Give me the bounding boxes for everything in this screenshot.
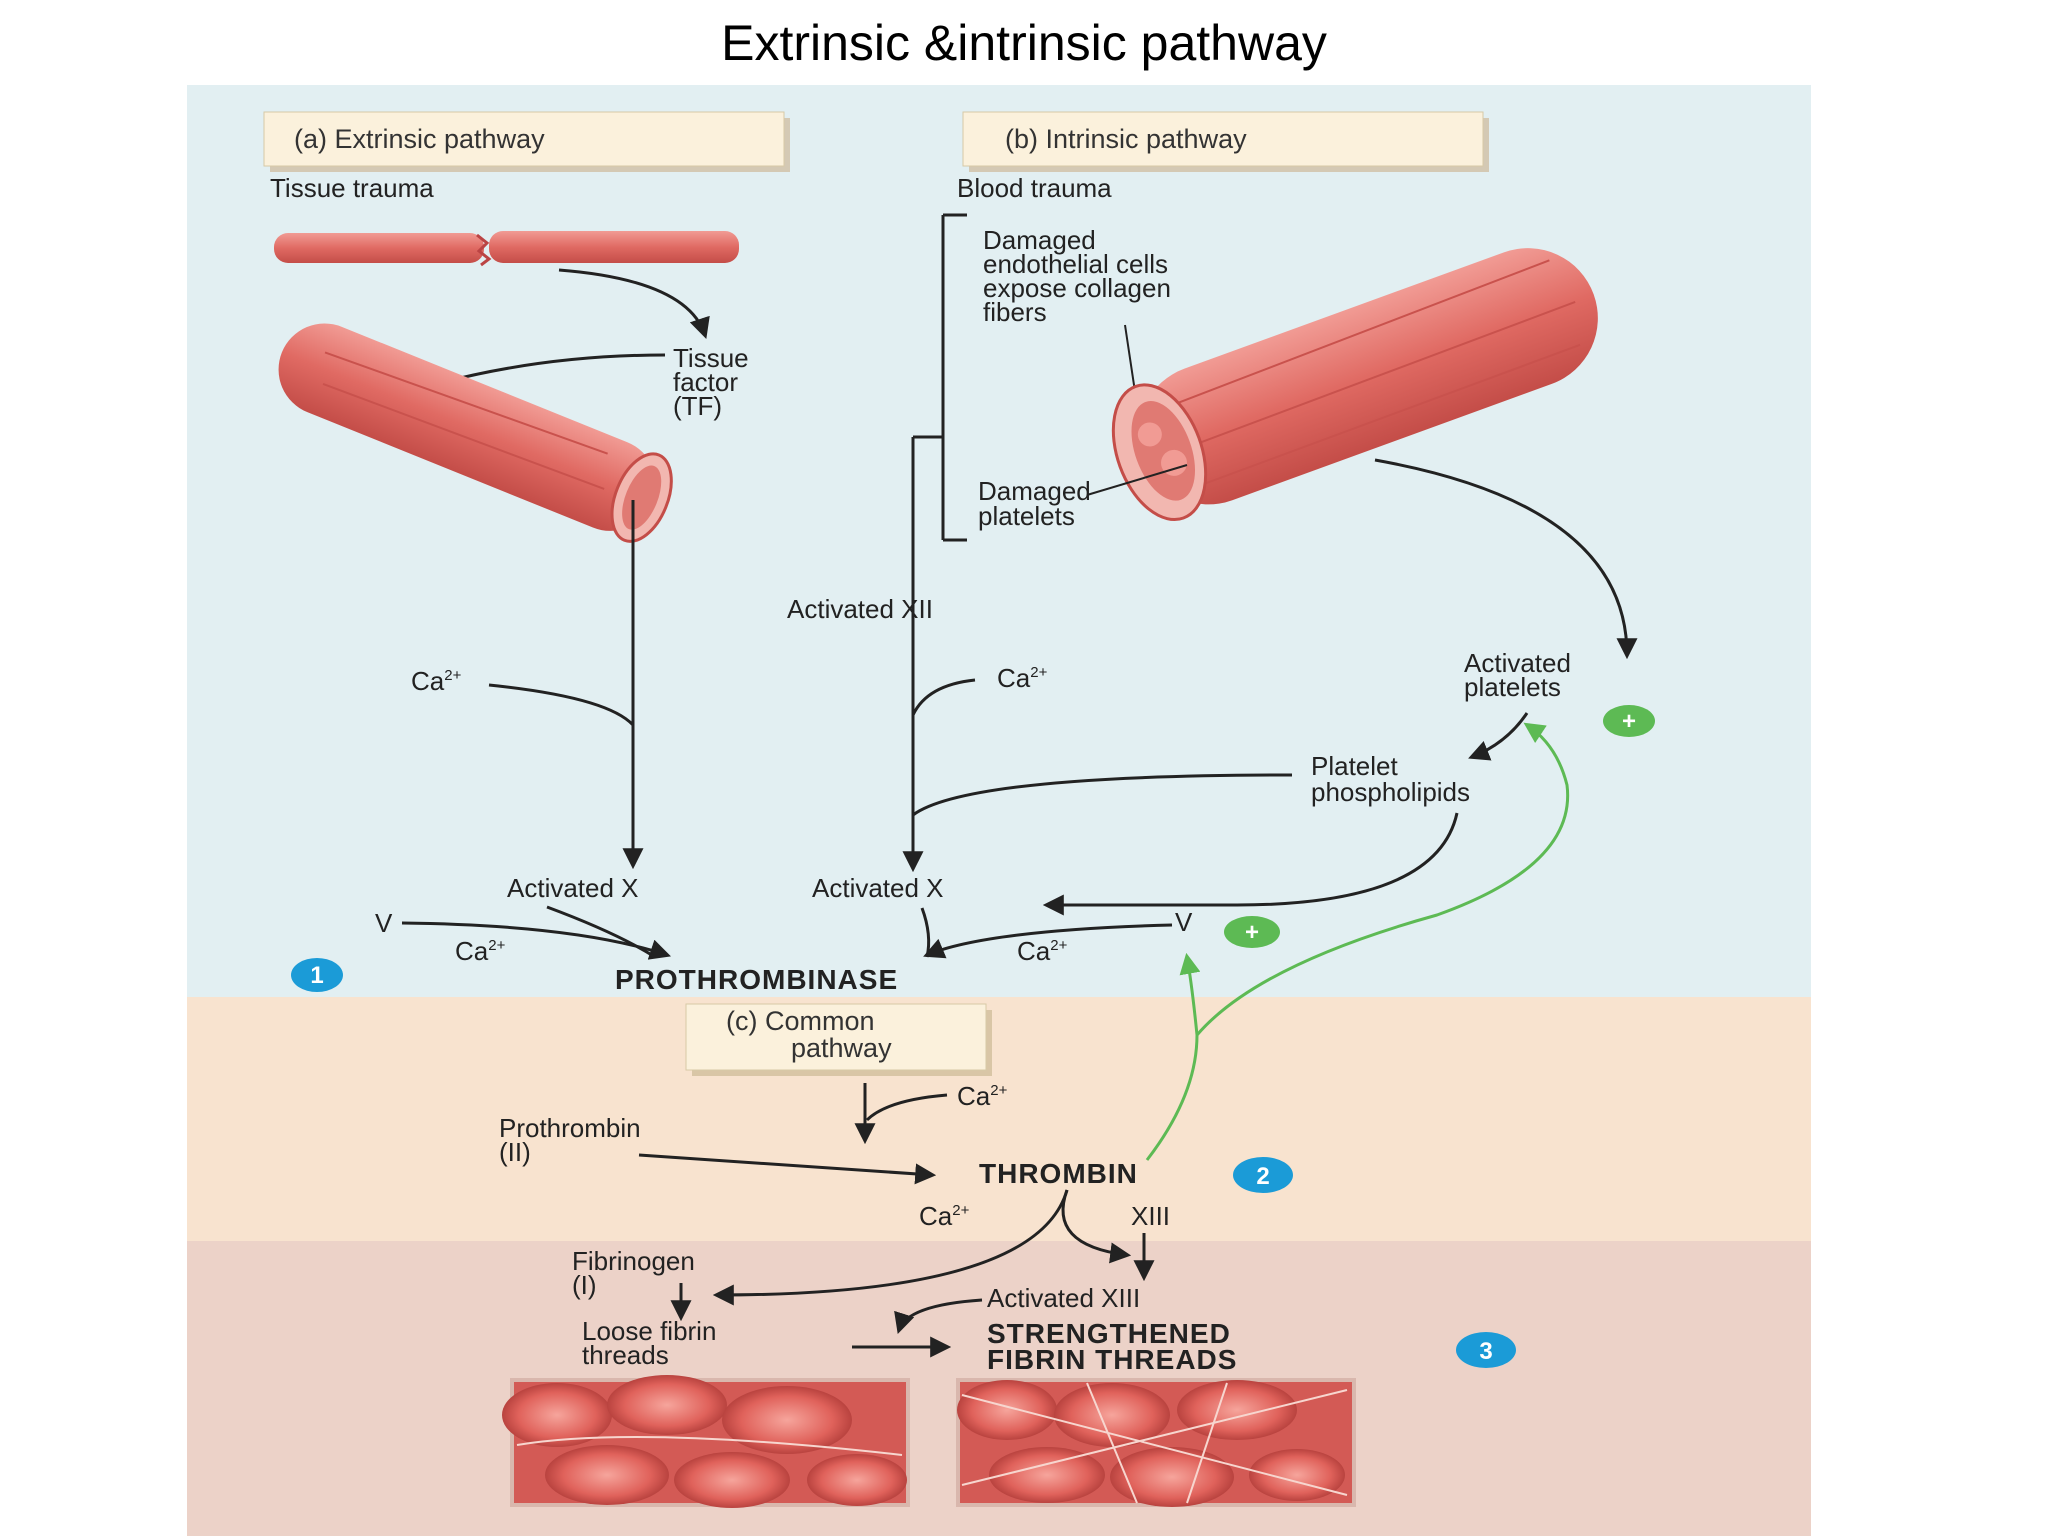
common-ca2-label: Ca2+ — [919, 1201, 970, 1231]
vessel-icon — [278, 323, 673, 543]
panel-extrinsic-intrinsic — [187, 85, 1811, 997]
clotting-cascade-figure: (a) Extrinsic pathway (b) Intrinsic path… — [187, 85, 1811, 1536]
arrow-activated-xiii — [894, 1298, 983, 1334]
ca-join-intrinsic — [911, 678, 976, 716]
feedback-arrow-to-factor-v — [1145, 952, 1201, 1161]
arrow-prothrombin-to-thrombin — [638, 1153, 937, 1185]
common-ca-label: Ca2+ — [957, 1081, 1008, 1111]
common-header: (c) Common pathway — [685, 1003, 992, 1076]
extrinsic-header: (a) Extrinsic pathway — [263, 111, 790, 172]
xiii-label: XIII — [1131, 1201, 1170, 1231]
step-3-badge: 3 — [1456, 1332, 1516, 1368]
extrinsic-activated-x-label: Activated X — [507, 873, 639, 903]
phospholipids-label-1: Platelet — [1311, 751, 1398, 781]
platelets-pointer — [1086, 464, 1188, 496]
x-join-extrinsic — [546, 905, 656, 959]
common-header-text-2: pathway — [791, 1033, 892, 1063]
extrinsic-header-text: (a) Extrinsic pathway — [294, 124, 545, 154]
endothelial-label-2: endothelial cells — [983, 249, 1168, 279]
strengthened-fibrin-micrograph — [956, 1378, 1356, 1507]
prothrombin-label-1: Prothrombin — [499, 1113, 641, 1143]
svg-text:+: + — [1622, 708, 1636, 735]
arrow-thrombin-to-fibrinogen — [712, 1189, 1069, 1306]
phospholipids-label-2: phospholipids — [1311, 777, 1470, 807]
ca-right-label: Ca2+ — [1017, 936, 1068, 966]
ca-join-extrinsic — [488, 683, 635, 727]
activated-platelets-label-2: platelets — [1464, 672, 1561, 702]
intrinsic-header: (b) Intrinsic pathway — [962, 111, 1489, 172]
arrow-phospholipids-to-prothrombinase — [1042, 812, 1459, 916]
arrow-platelets-to-phospholipids — [1468, 712, 1529, 761]
svg-text:+: + — [1245, 919, 1259, 946]
endothelial-label-1: Damaged — [983, 225, 1096, 255]
activated-xii-label: Activated XII — [787, 594, 933, 624]
damaged-platelets-label-1: Damaged — [978, 476, 1091, 506]
svg-text:3: 3 — [1479, 1338, 1492, 1365]
arrow-v-right — [923, 923, 1173, 959]
arrow-vessel-to-tf — [558, 268, 710, 339]
thrombin-label: THROMBIN — [979, 1158, 1138, 1189]
prothrombin-label-2: (II) — [499, 1137, 531, 1167]
damaged-vessel-icon — [1111, 248, 1598, 522]
common-header-text-1: (c) Common — [726, 1006, 875, 1036]
extrinsic-ca-label: Ca2+ — [411, 666, 462, 696]
tissue-factor-label-1: Tissue — [673, 343, 749, 373]
prothrombinase-label: PROTHROMBINASE — [615, 964, 898, 995]
strengthened-label-1: STRENGTHENED — [987, 1318, 1231, 1349]
ca-left-label: Ca2+ — [455, 936, 506, 966]
fibrinogen-label-2: (I) — [572, 1270, 597, 1300]
loose-fibrin-micrograph — [502, 1375, 910, 1508]
blood-trauma-label: Blood trauma — [957, 173, 1112, 203]
damaged-platelets-label-2: platelets — [978, 501, 1075, 531]
intrinsic-header-text: (b) Intrinsic pathway — [1005, 124, 1247, 154]
arrow-vessel-to-activated-platelets — [1374, 458, 1638, 660]
plus-badge-platelets: + — [1603, 705, 1655, 737]
activated-platelets-label-1: Activated — [1464, 648, 1571, 678]
feedback-arrow-to-platelets — [1195, 722, 1570, 1036]
intrinsic-bracket-ends — [943, 213, 967, 542]
fibrinogen-label-1: Fibrinogen — [572, 1246, 695, 1276]
step-2-badge: 2 — [1233, 1157, 1293, 1193]
tissue-trauma-label: Tissue trauma — [270, 173, 434, 203]
loose-fibrin-label-2: threads — [582, 1340, 669, 1370]
tissue-factor-label-2: factor — [673, 367, 738, 397]
intrinsic-activated-x-label: Activated X — [812, 873, 944, 903]
arrow-v-left — [401, 921, 671, 960]
strengthened-label-2: FIBRIN THREADS — [987, 1344, 1237, 1375]
factor-v-left-label: V — [375, 908, 393, 938]
step-1-badge: 1 — [291, 958, 343, 992]
intrinsic-ca-label: Ca2+ — [997, 663, 1048, 693]
factor-v-right-label: V — [1175, 907, 1193, 937]
loose-fibrin-label-1: Loose fibrin — [582, 1316, 716, 1346]
torn-vessel-icon — [274, 231, 739, 267]
svg-text:2: 2 — [1256, 1163, 1269, 1190]
endothelial-label-4: fibers — [983, 297, 1047, 327]
svg-text:1: 1 — [310, 962, 323, 989]
panel-common — [187, 997, 1811, 1241]
ca-join-common — [865, 1093, 948, 1122]
x-join-intrinsic — [920, 907, 931, 958]
plus-badge-factor-v: + — [1224, 916, 1280, 948]
tissue-factor-label-3: (TF) — [673, 391, 722, 421]
slide-title: Extrinsic &intrinsic pathway — [721, 15, 1327, 71]
phospholipids-to-intrinsic — [912, 773, 1293, 817]
endothelial-label-3: expose collagen — [983, 273, 1171, 303]
activated-xiii-label: Activated XIII — [987, 1283, 1140, 1313]
